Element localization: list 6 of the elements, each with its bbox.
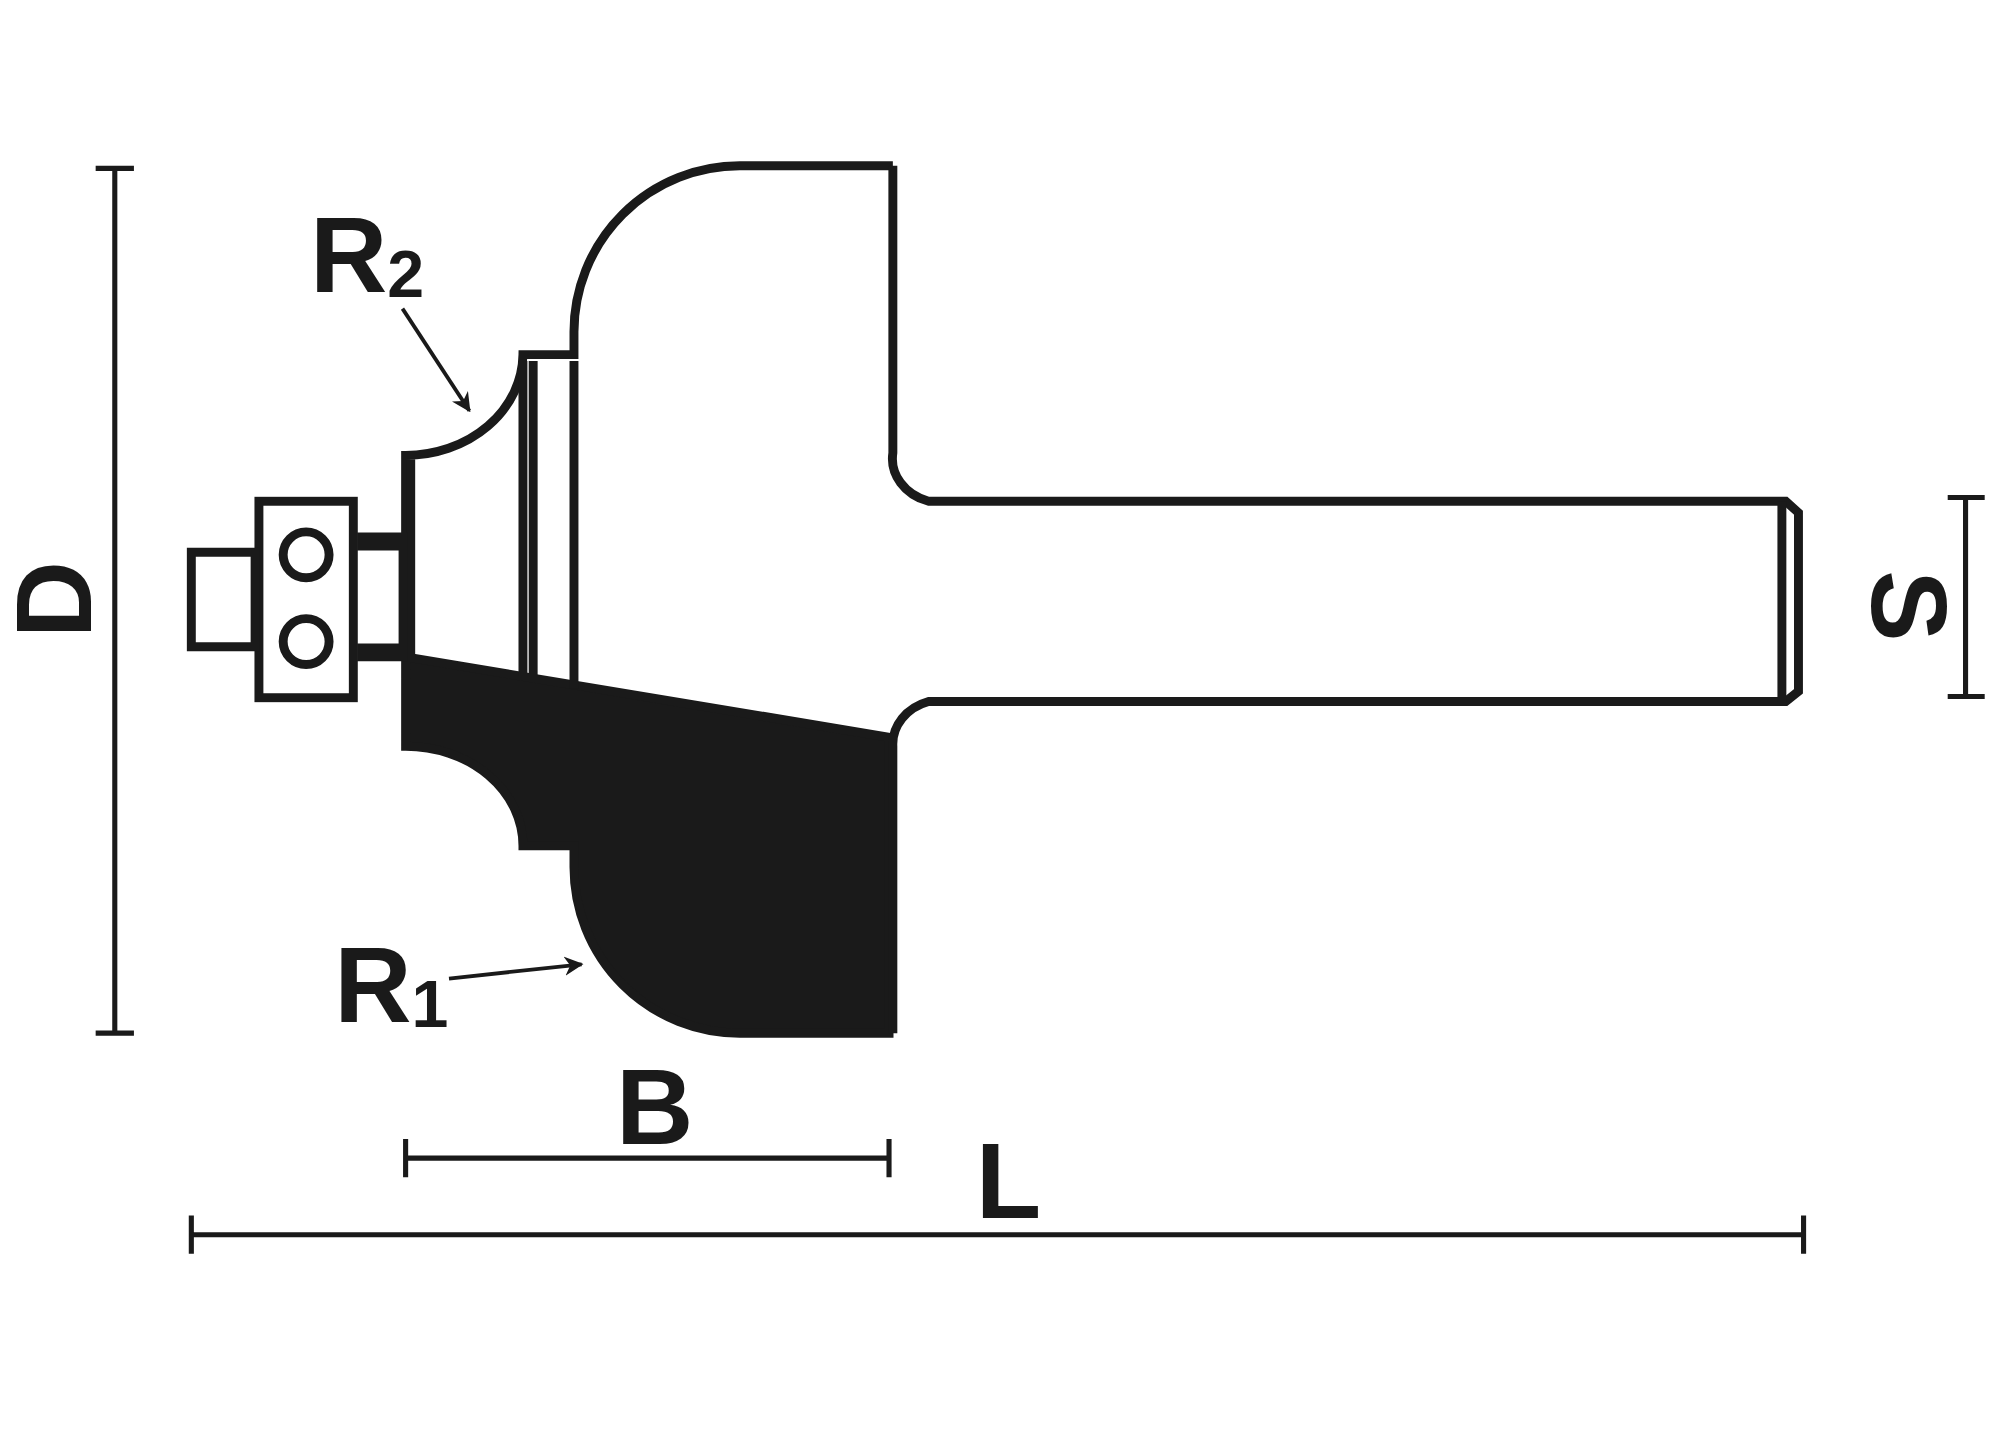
leader-line	[400, 307, 471, 413]
dimension-label: D	[0, 560, 107, 639]
dimension-label: S	[1855, 570, 1964, 642]
dimension-label: L	[975, 1127, 1042, 1235]
leader-line	[448, 956, 584, 981]
dimension-label: B	[616, 1053, 694, 1161]
